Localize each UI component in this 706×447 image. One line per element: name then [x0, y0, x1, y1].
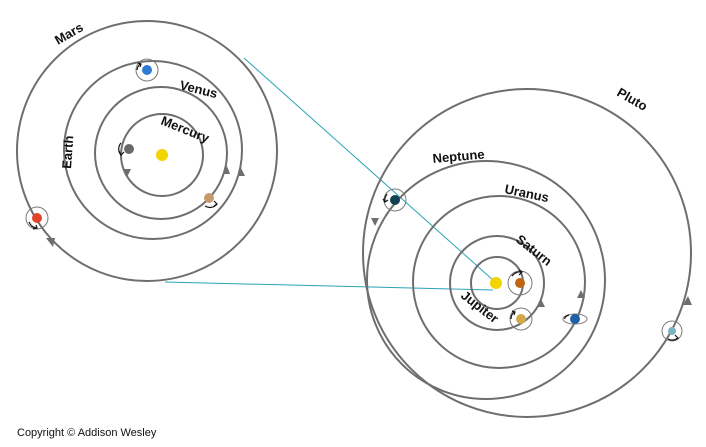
mars-planet [25, 206, 49, 230]
neptune-orbit [366, 160, 606, 400]
earth-orbit-arrow [238, 168, 245, 176]
jupiter-label: Jupiter [458, 288, 501, 327]
earth-label: Earth [59, 135, 76, 169]
mercury-planet [118, 142, 134, 157]
mars-orbit [16, 20, 278, 282]
neptune-orbit-arrow [371, 218, 379, 226]
pluto-orbit-arrow [683, 296, 692, 305]
venus-orbit [94, 86, 228, 220]
jupiter-planet [509, 307, 533, 331]
mercury-orbit-arrow [124, 169, 131, 177]
mercury-label: Mercury [159, 113, 212, 146]
earth-planet [135, 58, 159, 82]
saturn-planet [507, 269, 533, 296]
uranus-orbit [412, 195, 586, 369]
neptune-label: Neptune [432, 147, 485, 166]
saturn-orbit-arrow [537, 299, 545, 307]
mars-orbit-arrow [46, 238, 55, 247]
copyright-notice: Copyright © Addison Wesley [17, 427, 157, 439]
venus-planet [204, 193, 218, 209]
guide-line-bottom [164, 281, 494, 291]
saturn-orbit [449, 235, 545, 331]
pluto-planet [661, 320, 683, 342]
pluto-label: Pluto [615, 85, 651, 114]
uranus-planet [562, 313, 588, 325]
mars-label: Mars [52, 19, 86, 47]
uranus-orbit-arrow [577, 290, 585, 298]
pluto-orbit [362, 88, 692, 418]
neptune-planet [382, 188, 407, 212]
saturn-label: Saturn [513, 232, 555, 269]
inner-sun [156, 149, 168, 161]
venus-orbit-arrow [223, 166, 230, 174]
guide-line-top [243, 57, 494, 281]
outer-sun [490, 277, 502, 289]
